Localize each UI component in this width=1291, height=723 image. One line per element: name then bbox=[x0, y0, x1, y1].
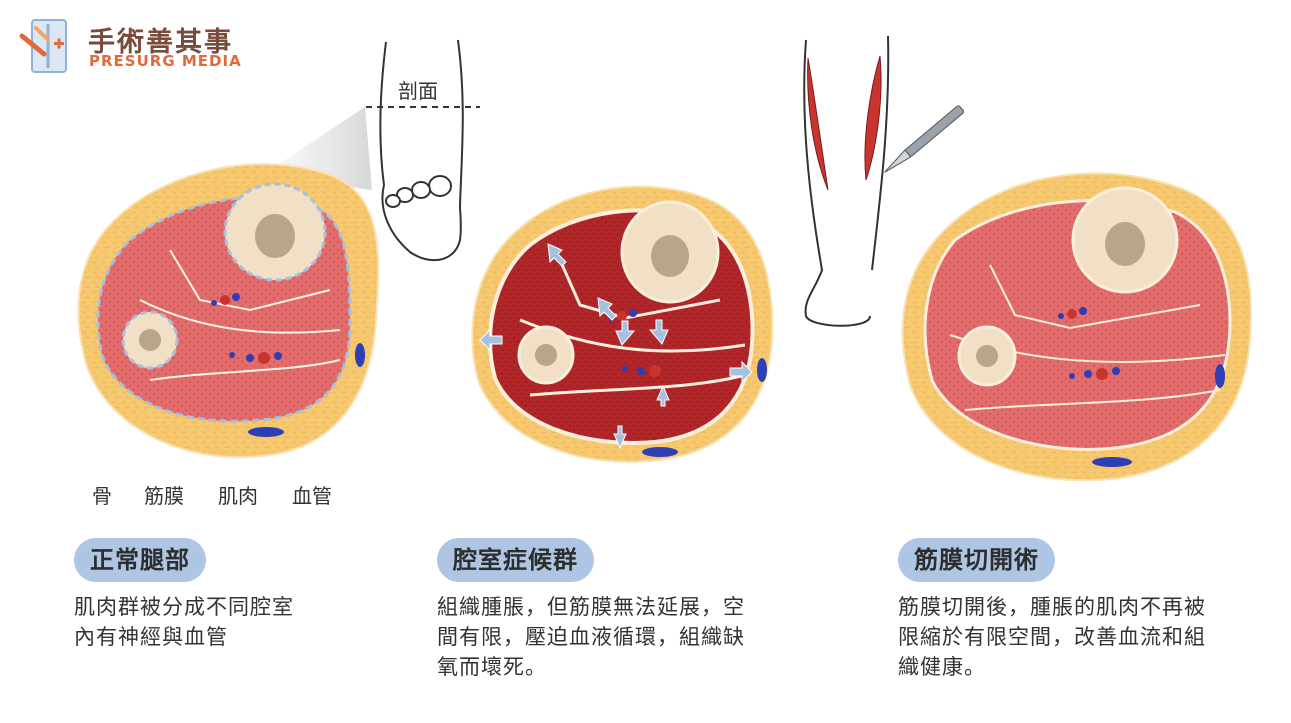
desc-line: 織健康。 bbox=[898, 655, 986, 679]
fasciotomy-legs-drawing bbox=[803, 35, 965, 327]
panel-desc-fasciotomy: 筋膜切開後，腫脹的肌肉不再被 限縮於有限空間，改善血流和組 織健康。 bbox=[898, 592, 1206, 682]
legend-muscle: 肌肉 bbox=[218, 484, 258, 508]
legend-fascia: 筋膜 bbox=[144, 484, 184, 508]
desc-line: 間有限，壓迫血液循環，組織缺 bbox=[437, 625, 745, 649]
desc-line: 內有神經與血管 bbox=[74, 625, 228, 649]
compartment-syndrome-cross-section bbox=[471, 185, 774, 463]
panel-desc-compartment: 組織腫脹，但筋膜無法延展，空 間有限，壓迫血液循環，組織缺 氧而壞死。 bbox=[437, 592, 745, 682]
panel-desc-normal: 肌肉群被分成不同腔室 內有神經與血管 bbox=[74, 592, 294, 652]
desc-line: 筋膜切開後，腫脹的肌肉不再被 bbox=[898, 595, 1206, 619]
normal-leg-cross-section bbox=[77, 163, 380, 459]
brand-emblem-icon bbox=[19, 19, 67, 73]
brand-logo: 手術善其事 PRESURG MEDIA bbox=[18, 14, 278, 78]
legend-vessel: 血管 bbox=[292, 484, 332, 508]
legend-bone: 骨 bbox=[92, 484, 112, 508]
desc-line: 氧而壞死。 bbox=[437, 655, 547, 679]
desc-line: 肌肉群被分成不同腔室 bbox=[74, 595, 294, 619]
section-label: 剖面 bbox=[398, 79, 438, 103]
fasciotomy-cross-section bbox=[901, 172, 1253, 482]
desc-line: 組織腫脹，但筋膜無法延展，空 bbox=[437, 595, 745, 619]
leg-section-drawing bbox=[366, 39, 480, 262]
panel-title-normal: 正常腿部 bbox=[74, 538, 206, 582]
brand-title: 手術善其事 bbox=[88, 27, 233, 58]
panel-title-compartment: 腔室症候群 bbox=[437, 538, 594, 582]
panel-title-fasciotomy: 筋膜切開術 bbox=[898, 538, 1055, 582]
brand-subtitle: PRESURG MEDIA bbox=[89, 52, 242, 70]
desc-line: 限縮於有限空間，改善血流和組 bbox=[898, 625, 1206, 649]
